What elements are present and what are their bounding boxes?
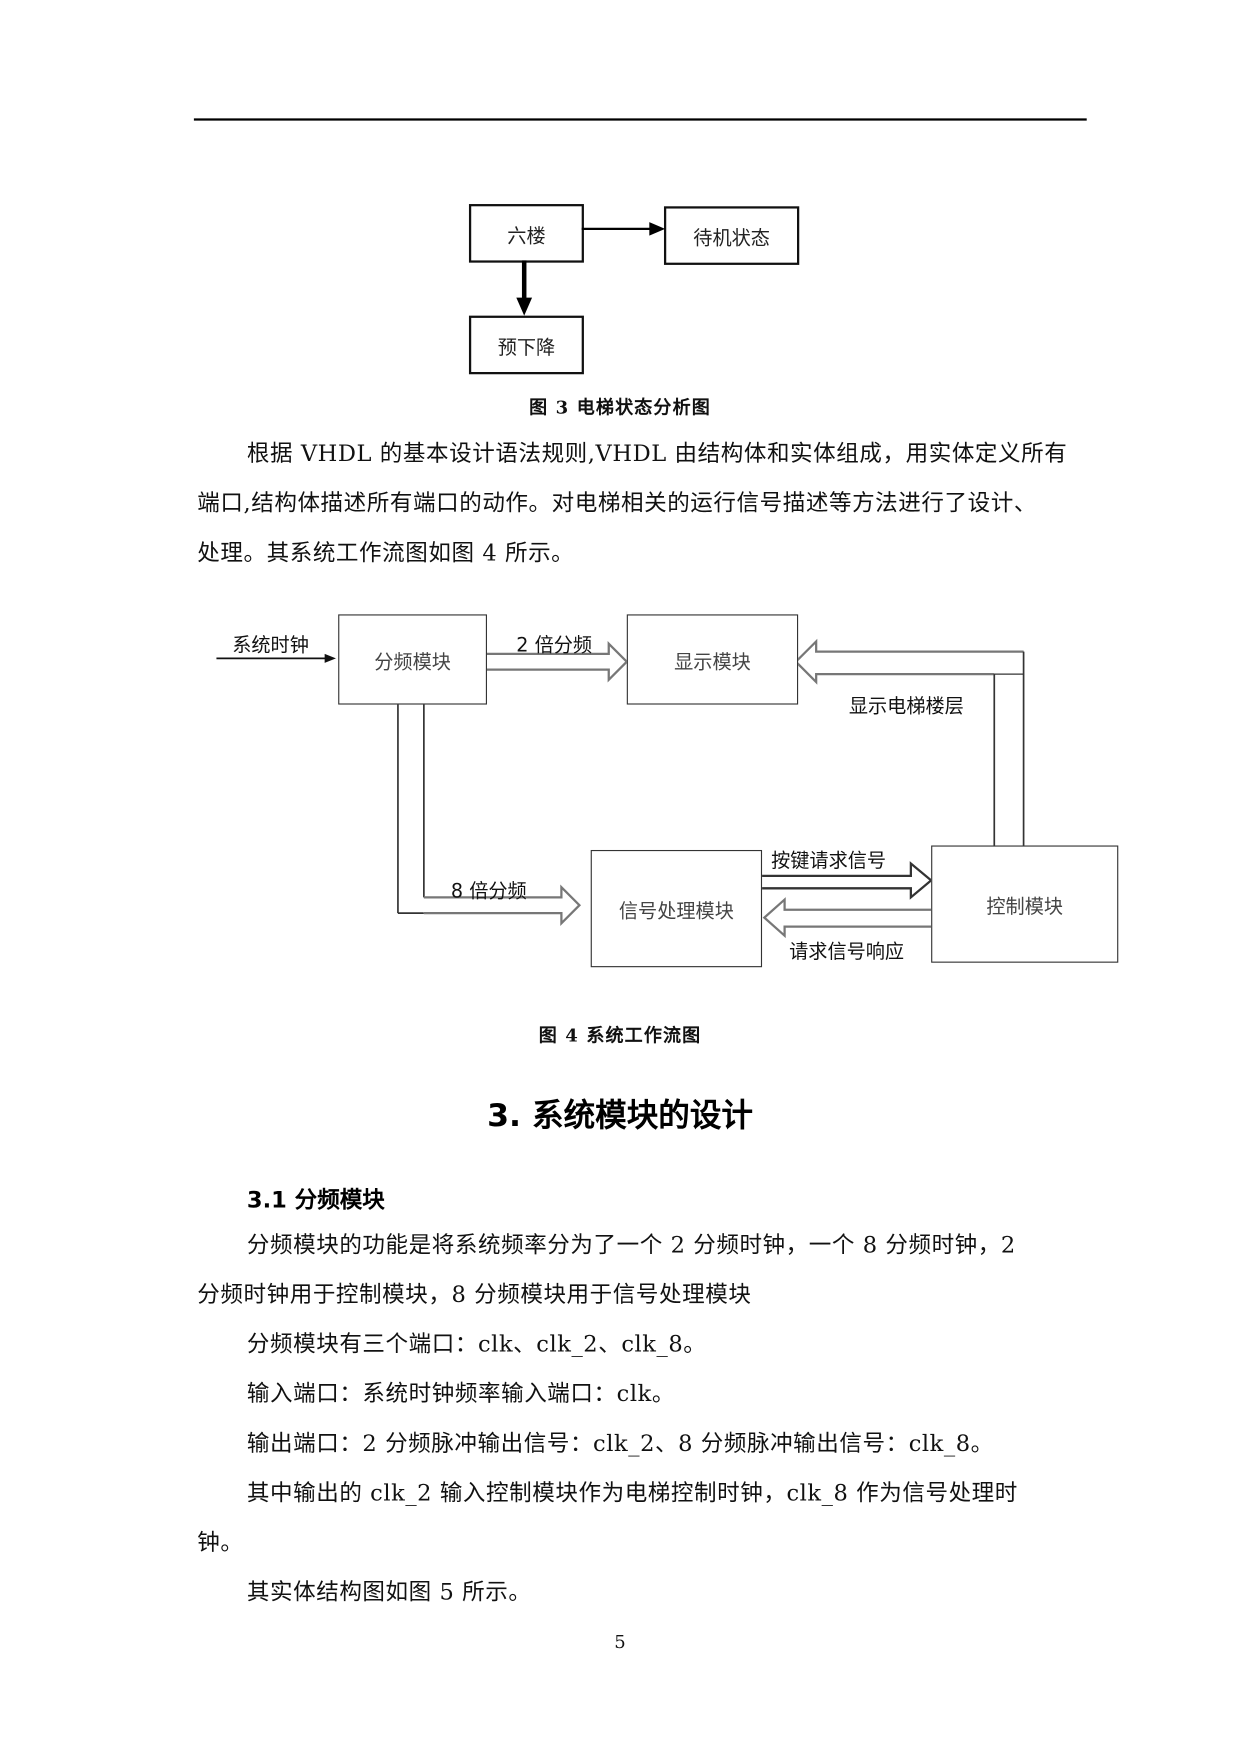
edge-label-request-response: 请求信号响应 [789, 941, 905, 964]
paragraph-line: 钟。 [197, 1528, 244, 1556]
paragraph-line: 输入端口：系统时钟频率输入端口：clk。 [246, 1379, 675, 1407]
edge-label-div2: 2 倍分频 [516, 634, 593, 658]
node-label: 分频模块 [374, 651, 451, 674]
arrow-head-icon [324, 653, 336, 663]
section-heading: 3. 系统模块的设计 [487, 1096, 753, 1135]
figure-4-connectors [216, 638, 1025, 939]
paragraph-line: 分频模块的功能是将系统频率分为了一个 2 分频时钟，一个 8 分频时钟，2 [246, 1231, 1016, 1259]
node-display-module: 显示模块 [626, 614, 799, 705]
paragraph-line: 输出端口：2 分频脉冲输出信号：clk_2、8 分频脉冲输出信号：clk_8。 [246, 1429, 994, 1457]
subsection-heading: 3.1 分频模块 [246, 1185, 385, 1213]
node-signal-processing-module: 信号处理模块 [590, 849, 763, 968]
header-rule [193, 118, 1087, 121]
section-body: 分频模块的功能是将系统频率分为了一个 2 分频时钟，一个 8 分频时钟，2 分频… [197, 1220, 1088, 1617]
node-label: 待机状态 [693, 227, 770, 250]
paragraph-line: 处理。其系统工作流图如图 4 所示。 [197, 538, 575, 566]
page-number: 5 [614, 1631, 626, 1653]
edge-label-key-request: 按键请求信号 [771, 849, 887, 873]
edge-label-system-clock: 系统时钟 [232, 634, 309, 658]
edge-label-display-floor: 显示电梯楼层 [848, 695, 964, 719]
arrow-head-icon [649, 222, 666, 236]
node-sixth-floor: 六楼 [468, 204, 584, 263]
arrow-head-icon [516, 297, 533, 316]
paragraph-line: 其中输出的 clk_2 输入控制模块作为电梯控制时钟，clk_8 作为信号处理时 [246, 1479, 1018, 1507]
paragraph-line: 端口,结构体描述所有端口的动作。对电梯相关的运行信号描述等方法进行了设计、 [197, 489, 1037, 517]
node-divider-module: 分频模块 [338, 614, 487, 705]
node-control-module: 控制模块 [931, 845, 1119, 963]
node-label: 信号处理模块 [618, 900, 734, 923]
node-label: 六楼 [507, 224, 546, 248]
paragraph-line: 分频模块有三个端口：clk、clk_2、clk_8。 [246, 1330, 707, 1358]
paragraph-line: 分频时钟用于控制模块，8 分频模块用于信号处理模块 [197, 1280, 752, 1308]
figure-3-arrows [516, 222, 666, 316]
figure-3-caption: 图 3 电梯状态分析图 [529, 396, 711, 419]
paragraph-line: 其实体结构图如图 5 所示。 [246, 1578, 532, 1606]
paragraph-line: 根据 VHDL 的基本设计语法规则,VHDL 由结构体和实体组成，用实体定义所有 [246, 439, 1068, 467]
edge-label-div8: 8 倍分频 [450, 880, 527, 903]
node-label: 预下降 [497, 336, 556, 360]
node-label: 显示模块 [674, 651, 751, 674]
node-standby: 待机状态 [663, 206, 800, 265]
node-label: 控制模块 [986, 895, 1064, 919]
node-pre-descend: 预下降 [468, 315, 584, 375]
figure-4-caption: 图 4 系统工作流图 [538, 1024, 702, 1047]
paragraph-vhdl: 根据 VHDL 的基本设计语法规则,VHDL 由结构体和实体组成，用实体定义所有… [197, 428, 1088, 577]
